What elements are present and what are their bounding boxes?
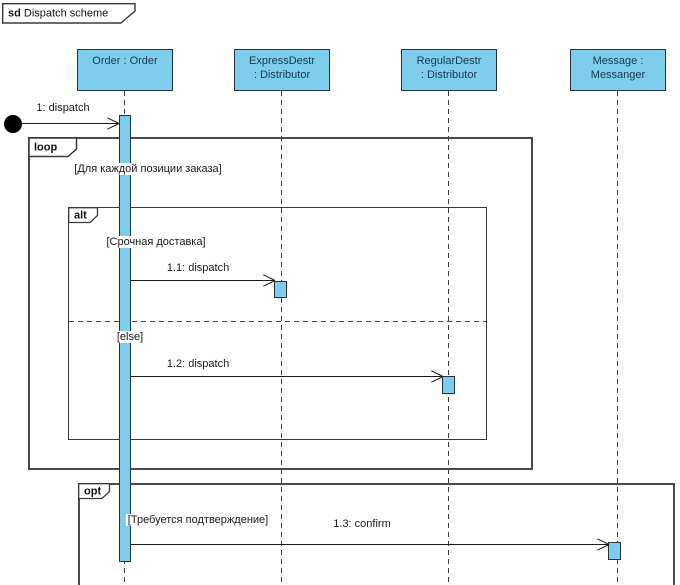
lifeline-name-line: : Distributor [420, 69, 478, 81]
lifeline-express [281, 91, 282, 585]
frame-keyword: sd [8, 7, 21, 20]
guard-label-opt: [Требуется подтверждение] [125, 514, 271, 526]
lifeline-name-line: RegularDestr [416, 55, 482, 67]
message-label-1-3: 1.3: confirm [331, 518, 393, 530]
guard-label-else: [else] [114, 331, 146, 343]
lifeline-name-line: Order : Order [92, 55, 158, 67]
lifeline-head-messanger: Message : Messanger [570, 49, 666, 91]
found-message-dot [4, 115, 22, 133]
frame-title: sd Dispatch scheme [2, 3, 136, 24]
opt-pentagon [78, 483, 111, 500]
lifeline-name-line: ExpressDestr [248, 55, 316, 67]
message-arrow-1-dispatch [21, 123, 118, 124]
alt-pentagon [68, 207, 99, 224]
fragment-alt [68, 207, 487, 440]
lifeline-head-express: ExpressDestr : Distributor [234, 49, 330, 91]
message-label-1-1: 1.1: dispatch [164, 262, 232, 274]
lifeline-head-regular: RegularDestr : Distributor [401, 49, 497, 91]
opt-operator-text: opt [84, 485, 102, 498]
loop-pentagon [28, 137, 78, 158]
fragment-loop [28, 137, 533, 470]
guard-label-loop: [Для каждой позиции заказа] [72, 163, 224, 175]
loop-operator-text: loop [34, 141, 58, 154]
message-arrow-1-2-dispatch [131, 376, 442, 377]
message-label-1: 1: dispatch [34, 102, 92, 114]
message-label-1-2: 1.2: dispatch [164, 358, 232, 370]
opt-operator-label: opt [78, 483, 111, 500]
activation-bar-messanger [608, 542, 621, 560]
lifeline-name-line: : Distributor [253, 69, 311, 81]
alt-divider-dashed-line [69, 321, 486, 322]
lifeline-regular [448, 91, 449, 585]
frame-title-text: sd Dispatch scheme [8, 7, 108, 19]
loop-operator-label: loop [28, 137, 78, 158]
activation-bar-regular [442, 376, 455, 394]
guard-label-alt: [Срочная доставка] [104, 236, 208, 248]
lifeline-messanger [617, 91, 618, 585]
lifeline-head-order: Order : Order [77, 49, 173, 91]
frame-name: Dispatch scheme [23, 7, 109, 20]
alt-operator-text: alt [74, 209, 87, 222]
message-arrow-1-1-dispatch [131, 280, 274, 281]
activation-bar-express [274, 281, 287, 298]
lifeline-name-line: Messanger [590, 69, 646, 81]
alt-operator-label: alt [68, 207, 99, 224]
message-arrow-1-3-confirm [131, 544, 608, 545]
frame-title-pentagon [2, 3, 136, 24]
fragment-opt [78, 483, 675, 585]
lifeline-name-line: Message : [592, 55, 644, 67]
